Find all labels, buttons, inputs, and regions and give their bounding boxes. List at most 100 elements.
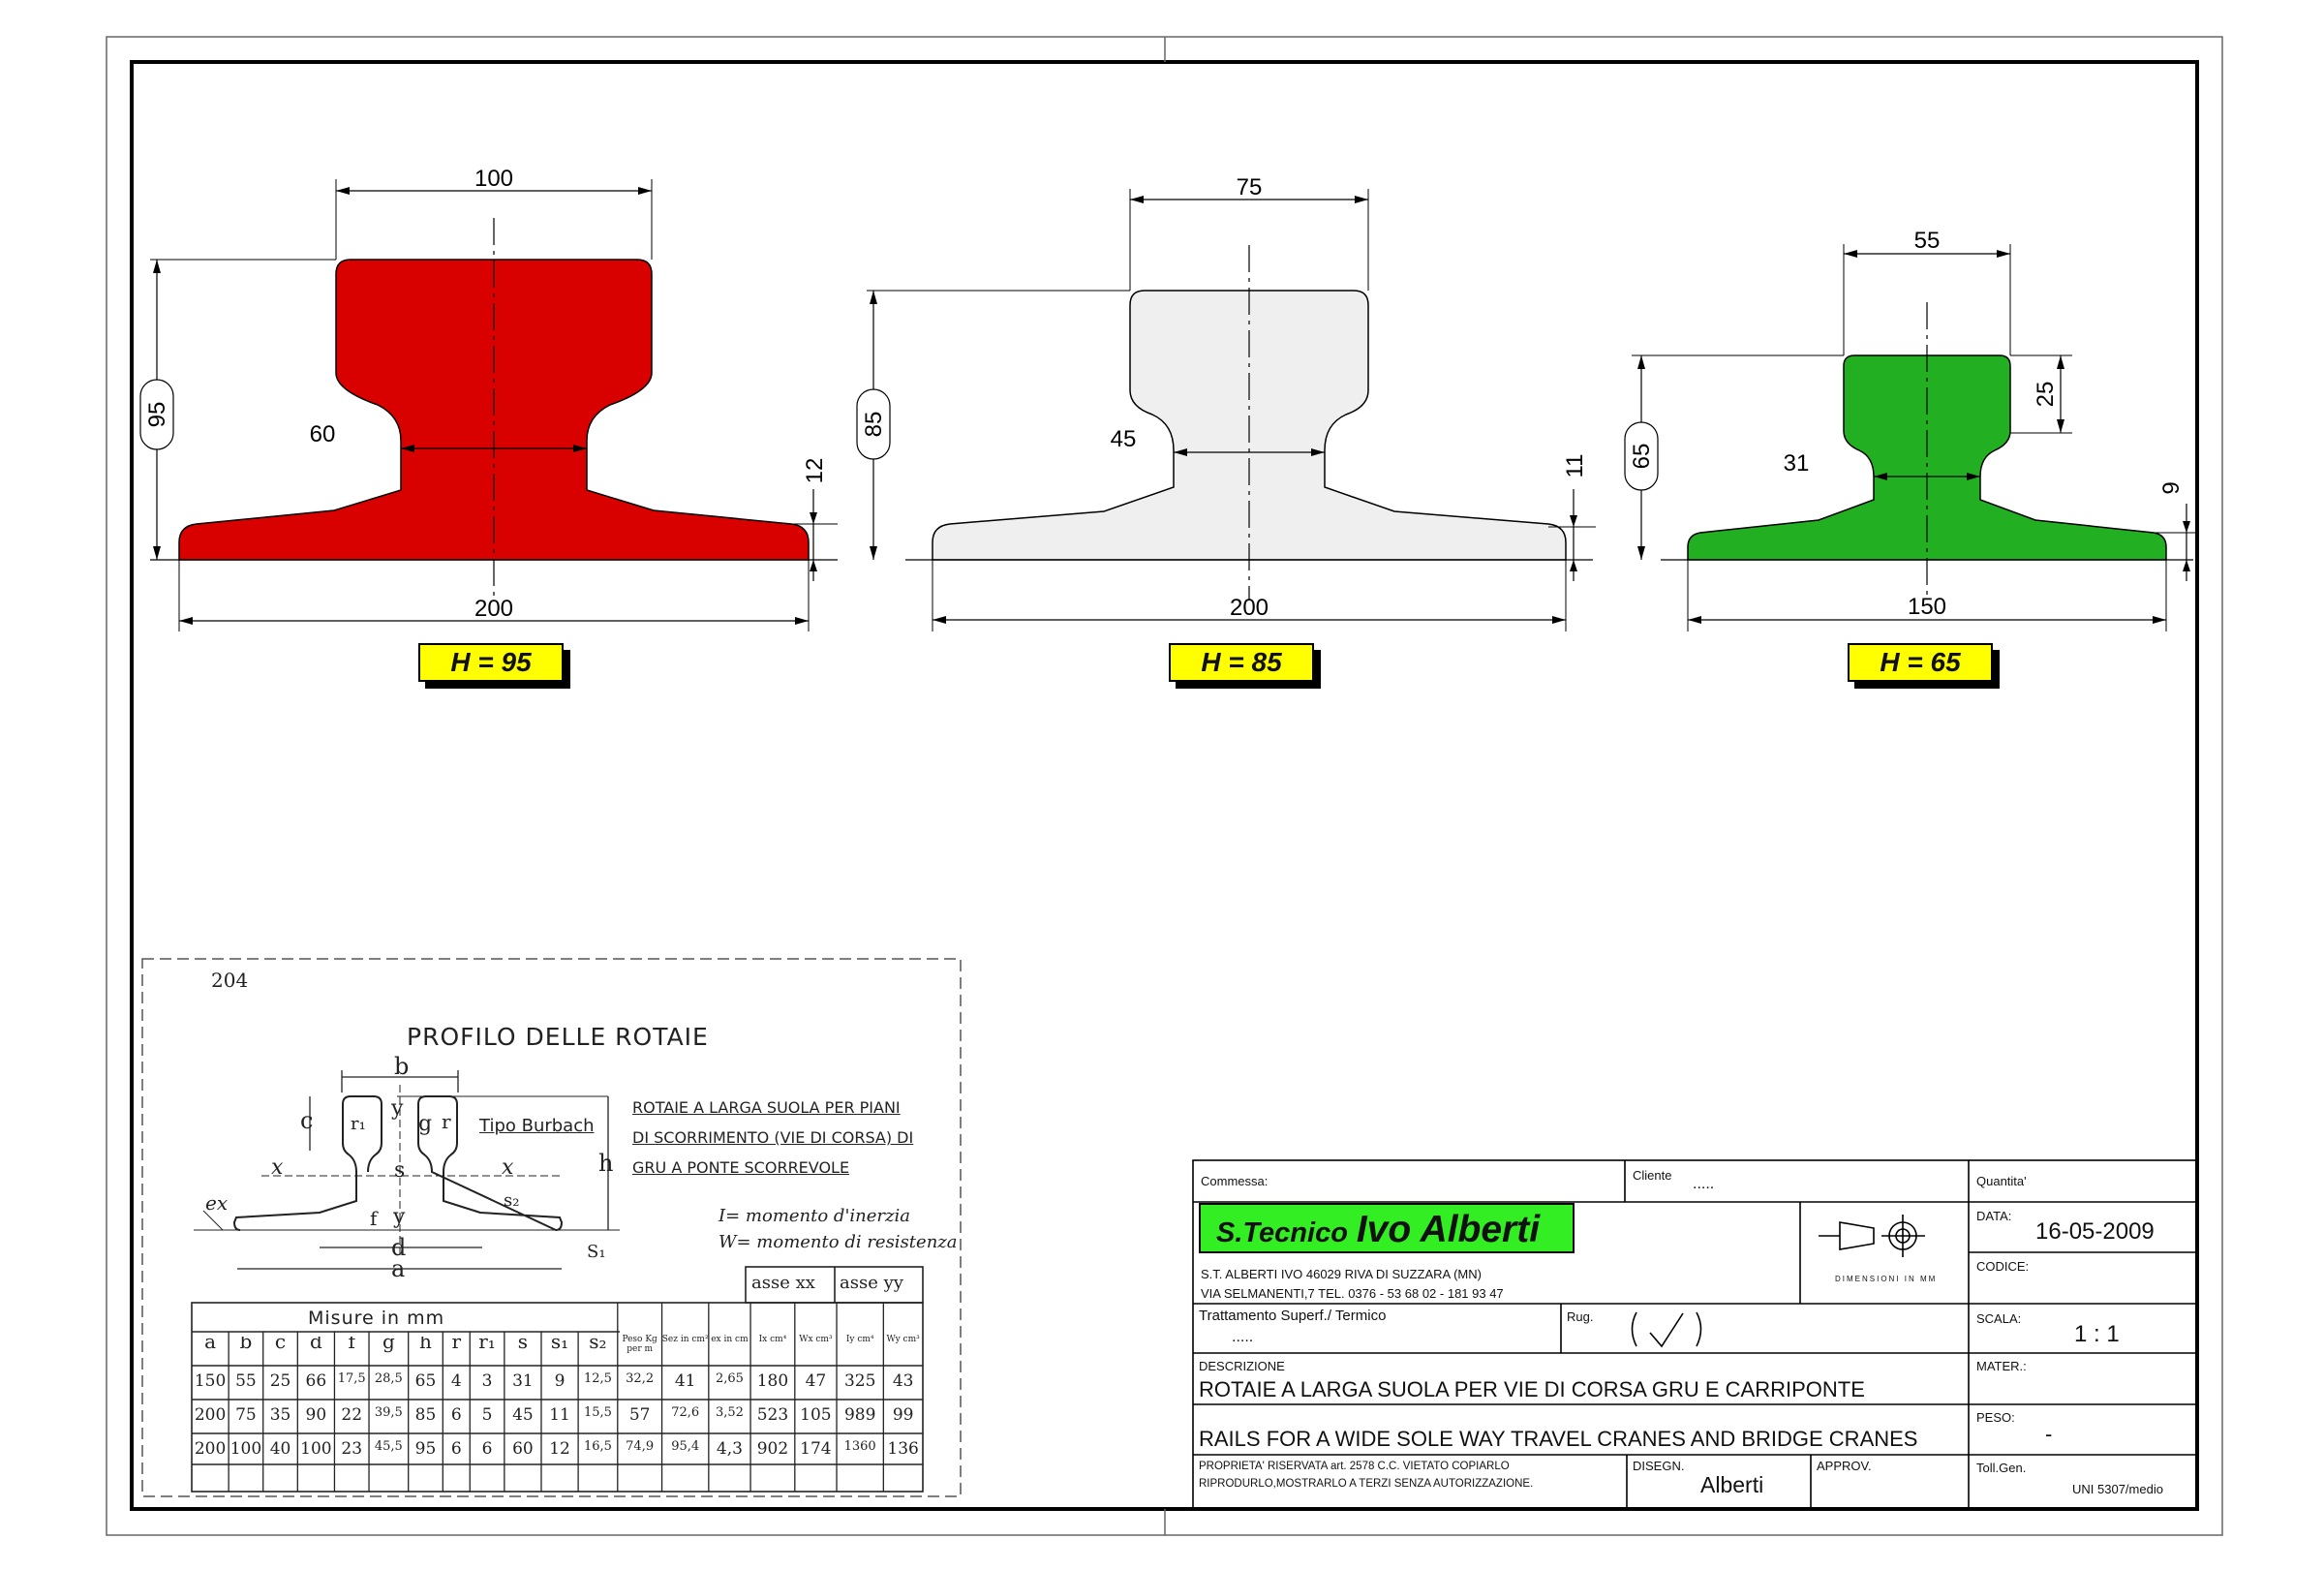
dim-web-width-h65: 31 bbox=[1784, 450, 1810, 477]
catalog-cell: 523 bbox=[756, 1405, 789, 1425]
dim-top-width-h85: 75 bbox=[1237, 174, 1263, 200]
rail-profile-h95: 100 95 60 12 200 bbox=[139, 166, 838, 631]
catalog-col-header: f bbox=[348, 1337, 355, 1353]
dim-base-width-h95: 200 bbox=[474, 596, 513, 622]
catalog-legend-inertia: I= momento d'inerzia bbox=[719, 1206, 910, 1226]
catalog-col-header: a bbox=[204, 1337, 217, 1353]
catalog-col-header: d bbox=[309, 1337, 322, 1353]
catalog-col-header: s₂ bbox=[589, 1337, 607, 1353]
catalog-col-header: Ix cm⁴ bbox=[758, 1335, 787, 1344]
catalog-cell: 4,3 bbox=[716, 1439, 743, 1459]
rights-line-1: PROPRIETA' RISERVATA art. 2578 C.C. VIET… bbox=[1199, 1461, 1510, 1472]
description-english: RAILS FOR A WIDE SOLE WAY TRAVEL CRANES … bbox=[1199, 1427, 1918, 1451]
peso-label: PESO: bbox=[1976, 1410, 2015, 1425]
catalog-dim-ex: ex bbox=[205, 1191, 229, 1215]
catalog-cell: 60 bbox=[512, 1439, 534, 1459]
catalog-cell: 6 bbox=[450, 1439, 462, 1459]
catalog-col-header: Sez in cm² bbox=[661, 1335, 709, 1344]
catalog-cell: 66 bbox=[305, 1371, 327, 1391]
dim-height-h85: 85 bbox=[861, 412, 887, 438]
approv-label: APPROV. bbox=[1817, 1459, 1872, 1473]
scala-value: 1 : 1 bbox=[2074, 1321, 2120, 1347]
catalog-col-header: g bbox=[382, 1337, 395, 1353]
catalog-cell: 16,5 bbox=[583, 1439, 612, 1454]
catalog-col-header: c bbox=[274, 1337, 287, 1353]
catalog-cell: 15,5 bbox=[583, 1405, 612, 1420]
catalog-col-header: Iy cm⁴ bbox=[845, 1335, 874, 1344]
peso-value: - bbox=[2045, 1422, 2053, 1446]
catalog-cell: 22 bbox=[341, 1405, 363, 1425]
catalog-cell: 35 bbox=[269, 1405, 291, 1425]
catalog-page-number: 204 bbox=[211, 969, 249, 992]
catalog-col-header: r₁ bbox=[478, 1337, 496, 1353]
catalog-dim-s: s bbox=[394, 1158, 406, 1183]
catalog-cell: 989 bbox=[843, 1405, 876, 1425]
catalog-col-header: b bbox=[239, 1337, 253, 1353]
rights-line-2: RIPRODURLO,MOSTRARLO A TERZI SENZA AUTOR… bbox=[1199, 1478, 1534, 1490]
catalog-cell: 85 bbox=[414, 1405, 437, 1425]
catalog-cell: 100 bbox=[300, 1439, 332, 1459]
catalog-cell: 6 bbox=[481, 1439, 493, 1459]
toll-label: Toll.Gen. bbox=[1976, 1461, 2027, 1475]
catalog-header-group: Misure in mm bbox=[308, 1308, 445, 1329]
dim-top-width-h65: 55 bbox=[1914, 228, 1941, 254]
cliente-label: Cliente bbox=[1633, 1168, 1672, 1183]
catalog-cell: 99 bbox=[892, 1405, 914, 1425]
height-badge-h85: H = 85 bbox=[1169, 643, 1314, 682]
catalog-table-grid bbox=[191, 1266, 924, 1493]
data-label: DATA: bbox=[1976, 1209, 2012, 1223]
catalog-col-header: h bbox=[419, 1337, 432, 1353]
catalog-caption-line-1: ROTAIE A LARGA SUOLA PER PIANI bbox=[632, 1098, 901, 1117]
catalog-cell: 174 bbox=[800, 1439, 832, 1459]
catalog-cell: 200 bbox=[194, 1405, 227, 1425]
catalog-axis-yy: asse yy bbox=[840, 1273, 903, 1293]
toll-value: UNI 5307/medio bbox=[2072, 1482, 2163, 1496]
catalog-col-header: Wx cm³ bbox=[799, 1335, 833, 1344]
catalog-rail-sketch bbox=[232, 1095, 564, 1232]
catalog-cell: 150 bbox=[194, 1371, 227, 1391]
catalog-cell: 23 bbox=[341, 1439, 363, 1459]
address-line-1: S.T. ALBERTI IVO 46029 RIVA DI SUZZARA (… bbox=[1201, 1267, 1482, 1281]
catalog-cell: 47 bbox=[805, 1371, 827, 1391]
roughness-symbol-icon bbox=[1631, 1311, 1702, 1348]
catalog-dim-y-bottom: y bbox=[393, 1205, 406, 1229]
catalog-col-header: Wy cm³ bbox=[886, 1335, 920, 1344]
catalog-dim-y-top: y bbox=[391, 1096, 404, 1121]
disegn-value: Alberti bbox=[1700, 1472, 1764, 1497]
catalog-cell: 17,5 bbox=[337, 1371, 366, 1386]
catalog-cell: 1360 bbox=[843, 1439, 876, 1454]
disegn-label: DISEGN. bbox=[1633, 1459, 1685, 1473]
catalog-col-header: s₁ bbox=[550, 1337, 569, 1353]
dim-foot-h65: 9 bbox=[2158, 481, 2185, 494]
rug-label: Rug. bbox=[1567, 1309, 1594, 1324]
catalog-col-header: r bbox=[451, 1337, 462, 1353]
catalog-cell: 74,9 bbox=[626, 1439, 655, 1454]
catalog-cell: 75 bbox=[235, 1405, 257, 1425]
catalog-cell: 55 bbox=[235, 1371, 257, 1391]
catalog-cell: 28,5 bbox=[374, 1371, 403, 1386]
dim-top-width-h95: 100 bbox=[474, 166, 513, 192]
catalog-cell: 200 bbox=[194, 1439, 227, 1459]
cliente-value: ..... bbox=[1693, 1176, 1715, 1192]
catalog-cell: 100 bbox=[229, 1439, 262, 1459]
trattamento-value: ..... bbox=[1232, 1329, 1254, 1345]
catalog-cell: 11 bbox=[549, 1405, 570, 1425]
logo-name: Ivo Alberti bbox=[1356, 1209, 1541, 1250]
catalog-dim-g: g bbox=[418, 1112, 433, 1136]
codice-label: CODICE: bbox=[1976, 1259, 2030, 1274]
data-value: 16-05-2009 bbox=[2035, 1218, 2155, 1245]
catalog-axis-xx: asse xx bbox=[751, 1273, 815, 1293]
dim-foot-h95: 12 bbox=[802, 458, 828, 484]
dim-web-width-h95: 60 bbox=[310, 421, 336, 447]
description-italian: ROTAIE A LARGA SUOLA PER VIE DI CORSA GR… bbox=[1199, 1377, 1865, 1401]
height-badge-h65: H = 65 bbox=[1848, 643, 1993, 682]
catalog-col-header: ex in cm bbox=[711, 1335, 749, 1344]
rail-profile-h85: 75 85 45 11 200 bbox=[856, 174, 1596, 631]
catalog-cell: 3,52 bbox=[715, 1405, 744, 1420]
catalog-cell: 105 bbox=[800, 1405, 832, 1425]
catalog-cell: 72,6 bbox=[671, 1405, 700, 1420]
rail-profile-h65: 55 65 25 31 9 150 bbox=[1624, 228, 2196, 631]
catalog-dim-a: a bbox=[391, 1255, 406, 1282]
